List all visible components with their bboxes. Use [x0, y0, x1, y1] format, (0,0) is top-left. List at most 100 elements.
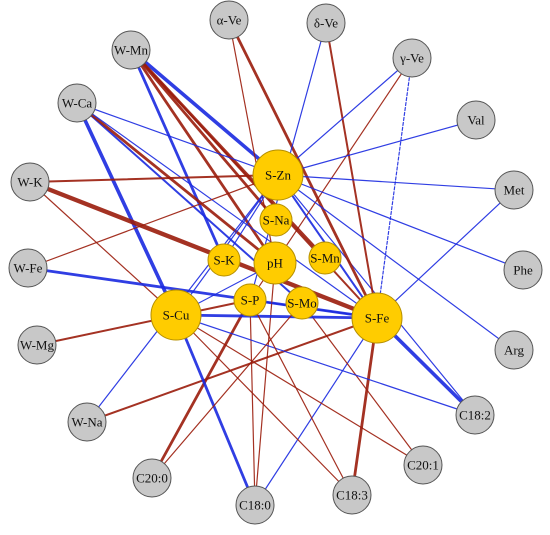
node-circle-WK — [10, 162, 50, 202]
node-label-WNa: W-Na — [71, 415, 102, 430]
edge-dVe-SFe — [325, 22, 378, 319]
node-circle-SMn — [308, 241, 342, 275]
edge-WK-SCu — [29, 181, 177, 316]
node-C201: C20:1 — [403, 445, 443, 485]
node-C183: C18:3 — [332, 475, 372, 515]
node-label-Val: Val — [467, 113, 485, 128]
edge-WCa-SCu — [75, 101, 178, 317]
node-aVe: α-Ve — [209, 0, 249, 40]
node-SZn: S-Zn — [252, 149, 304, 201]
node-circle-WCa — [57, 83, 97, 123]
node-label-SCu: S-Cu — [163, 308, 190, 323]
node-circle-dVe — [306, 3, 346, 43]
node-circle-SMo — [285, 286, 319, 320]
node-Val: Val — [456, 100, 496, 140]
node-WMg: W-Mg — [17, 325, 57, 365]
node-dVe: δ-Ve — [306, 3, 346, 43]
node-label-Arg: Arg — [504, 343, 524, 358]
edge-aVe-SFe — [227, 18, 379, 320]
edge-Val-SZn — [277, 119, 477, 176]
edge-layer — [26, 18, 524, 507]
node-label-C201: C20:1 — [407, 458, 439, 473]
node-SCu: S-Cu — [150, 289, 202, 341]
edge-SP-C183 — [249, 299, 353, 496]
edge-C201-SMo — [301, 302, 424, 466]
node-label-WFe: W-Fe — [14, 261, 43, 276]
node-Phe: Phe — [503, 250, 543, 290]
edge-C180-SCu — [174, 313, 257, 507]
edge-WK-SFe — [27, 179, 380, 321]
node-label-Phe: Phe — [513, 263, 533, 278]
node-circle-WNa — [67, 402, 107, 442]
edge-C201-SCu — [175, 314, 424, 466]
node-label-Met: Met — [504, 183, 525, 198]
edge-WK-SZn — [29, 174, 279, 183]
node-C182: C18:2 — [455, 395, 495, 435]
node-circle-Arg — [494, 330, 534, 370]
edge-Phe-SZn — [277, 174, 524, 271]
node-circle-Met — [494, 170, 534, 210]
node-label-SMn: S-Mn — [310, 251, 340, 266]
node-SNa: S-Na — [259, 203, 293, 237]
node-label-SP: S-P — [241, 293, 260, 308]
node-label-WCa: W-Ca — [62, 96, 93, 111]
node-circle-C180 — [235, 485, 275, 525]
edge-WMn-SNa — [129, 48, 278, 222]
node-SK: S-K — [207, 243, 241, 277]
node-gVe: γ-Ve — [392, 38, 432, 78]
node-circle-SNa — [259, 203, 293, 237]
edge-WCa-SZn — [76, 102, 279, 176]
node-label-SFe: S-Fe — [365, 311, 390, 326]
edge-WCa-pH — [75, 101, 277, 265]
edge-WMg-SP — [36, 299, 251, 346]
node-circle-C201 — [403, 445, 443, 485]
edge-C182-SCu — [175, 314, 476, 416]
node-WK: W-K — [10, 162, 50, 202]
node-circle-C182 — [455, 395, 495, 435]
edge-WFe-SZn — [27, 174, 279, 269]
node-WCa: W-Ca — [57, 83, 97, 123]
node-label-C200: C20:0 — [136, 471, 168, 486]
edge-Arg-SZn — [277, 174, 515, 351]
node-label-pH: pH — [267, 256, 283, 271]
node-circle-WMn — [111, 30, 151, 70]
node-circle-pH — [253, 241, 297, 285]
node-label-C183: C18:3 — [336, 488, 368, 503]
edge-Met-SZn — [277, 174, 515, 191]
node-SP: S-P — [233, 283, 267, 317]
node-circle-aVe — [209, 0, 249, 40]
node-label-dVe: δ-Ve — [314, 16, 338, 31]
node-circle-SZn — [252, 149, 304, 201]
node-SFe: S-Fe — [351, 292, 403, 344]
node-label-aVe: α-Ve — [217, 13, 242, 28]
node-circle-gVe — [392, 38, 432, 78]
node-Met: Met — [494, 170, 534, 210]
node-C200: C20:0 — [132, 458, 172, 498]
node-label-SZn: S-Zn — [265, 168, 292, 183]
node-label-C182: C18:2 — [459, 408, 491, 423]
node-label-SMo: S-Mo — [287, 296, 317, 311]
edge-SCu-SFe — [174, 313, 379, 320]
node-WFe: W-Fe — [8, 248, 48, 288]
node-circle-WMg — [17, 325, 57, 365]
node-label-gVe: γ-Ve — [399, 51, 424, 66]
node-SMn: S-Mn — [308, 241, 342, 275]
node-label-WMn: W-Mn — [114, 43, 148, 58]
node-circle-WFe — [8, 248, 48, 288]
node-circle-SCu — [150, 289, 202, 341]
node-pH: pH — [253, 241, 297, 285]
edge-Met-SFe — [376, 189, 515, 319]
edge-C183-SCu — [175, 314, 353, 496]
node-circle-Val — [456, 100, 496, 140]
edge-C200-SP — [150, 298, 252, 480]
node-label-C180: C18:0 — [239, 498, 271, 513]
node-C180: C18:0 — [235, 485, 275, 525]
edge-gVe-SFe — [376, 57, 413, 319]
node-circle-SK — [207, 243, 241, 277]
node-circle-C200 — [132, 458, 172, 498]
node-circle-Phe — [503, 250, 543, 290]
node-circle-SP — [233, 283, 267, 317]
edge-WCa-SFe — [76, 102, 378, 319]
edge-C180-SP — [249, 299, 256, 506]
